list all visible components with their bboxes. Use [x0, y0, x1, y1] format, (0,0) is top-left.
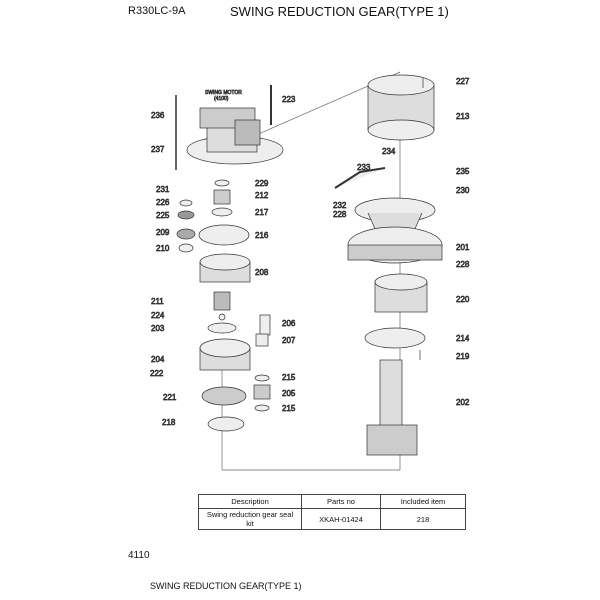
housing-parts [334, 74, 443, 456]
model-number: R330LC-9A [128, 5, 186, 17]
callout: 222 [150, 369, 164, 378]
assembly-boundary [221, 71, 401, 471]
motor-ref: (4100) [214, 96, 229, 102]
planetary-parts [176, 179, 271, 432]
callout: 207 [282, 336, 296, 345]
motor-label: SWING MOTOR [205, 90, 242, 96]
callout: 202 [456, 398, 470, 407]
callout: 210 [156, 244, 170, 253]
callout: 209 [156, 228, 170, 237]
callout: 215 [282, 404, 296, 413]
callout-labels: 236 237 223 229 231 212 226 217 225 209 … [150, 77, 471, 428]
callout: 229 [255, 179, 269, 188]
callout: 214 [456, 334, 470, 343]
callout: 232 [333, 201, 347, 210]
table-row: Swing reduction gear seal kit XKAH-01424… [198, 508, 466, 530]
swing-motor-drawing [186, 107, 284, 165]
seal-kit-table: Description Parts no Included item Swing… [198, 494, 466, 530]
callout: 219 [456, 352, 470, 361]
cell-parts-no: XKAH-01424 [301, 508, 381, 530]
callout: 204 [151, 355, 165, 364]
callout: 225 [156, 211, 170, 220]
callout: 237 [151, 145, 165, 154]
page-title: SWING REDUCTION GEAR(TYPE 1) [230, 4, 449, 19]
callout: 231 [156, 185, 170, 194]
cell-included-item: 218 [380, 508, 466, 530]
footer-section-title: SWING REDUCTION GEAR(TYPE 1) [150, 581, 302, 591]
callout: 217 [255, 208, 269, 217]
callout: 205 [282, 389, 296, 398]
column-header: Parts no [301, 494, 381, 509]
cell-description: Swing reduction gear seal kit [198, 508, 302, 530]
callout: 203 [151, 324, 165, 333]
page-number: 4110 [128, 550, 150, 561]
callout: 227 [456, 77, 470, 86]
callout: 212 [255, 191, 269, 200]
callout: 208 [255, 268, 269, 277]
callout: 221 [163, 393, 177, 402]
callout: 230 [456, 186, 470, 195]
callout: 224 [151, 311, 165, 320]
callout: 213 [456, 112, 470, 121]
callout: 216 [255, 231, 269, 240]
callout: 234 [382, 147, 396, 156]
callout: 226 [156, 198, 170, 207]
callout: 201 [456, 243, 470, 252]
callout: 218 [162, 418, 176, 427]
callout: 235 [456, 167, 470, 176]
column-header: Included item [380, 494, 466, 509]
callout: 228 [456, 260, 470, 269]
column-header: Description [198, 494, 302, 509]
callout: 220 [456, 295, 470, 304]
callout: 215 [282, 373, 296, 382]
callout: 211 [151, 297, 164, 306]
callout: 228 [333, 210, 347, 219]
callout: 223 [282, 95, 296, 104]
callout: 236 [151, 111, 165, 120]
callout: 233 [357, 163, 371, 172]
callout: 206 [282, 319, 296, 328]
table-header-row: Description Parts no Included item [198, 494, 466, 509]
